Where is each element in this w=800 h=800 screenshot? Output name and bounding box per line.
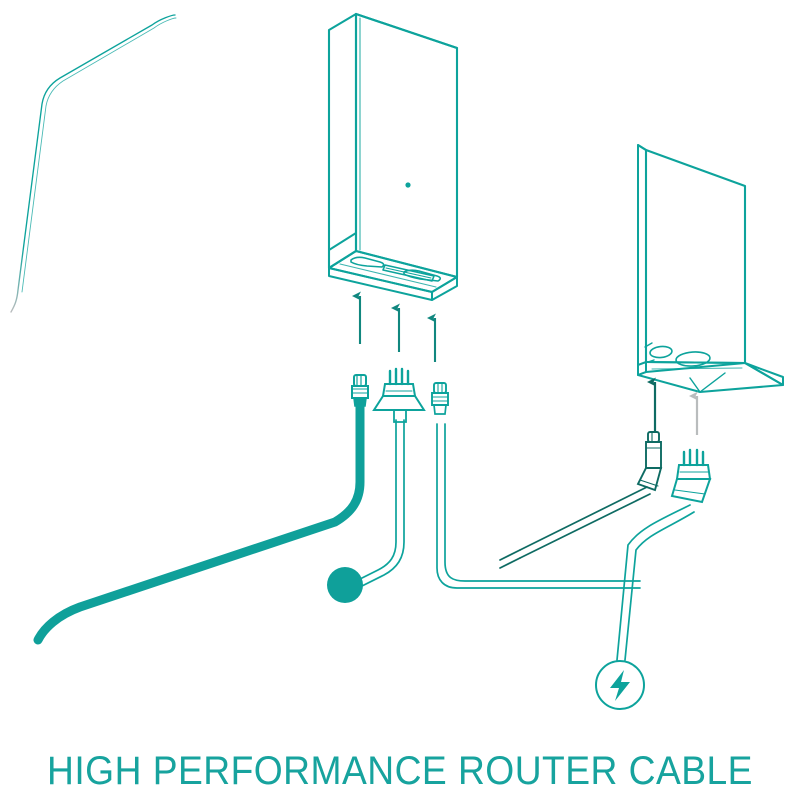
router-secondary-ports: [644, 342, 711, 367]
router-secondary: [637, 144, 784, 393]
lightning-bolt-icon: [595, 660, 645, 710]
router-primary-ports: [350, 256, 442, 282]
cable-outline-center: [327, 419, 405, 603]
port-a: [649, 345, 673, 359]
connector-ethernet-left: [351, 374, 369, 407]
cable-thick-solid: [33, 399, 365, 645]
port-1: [350, 256, 385, 268]
port-b: [675, 351, 711, 367]
router-primary-base: [328, 232, 458, 301]
port-3: [403, 269, 442, 282]
router-secondary-front-face: [644, 148, 747, 365]
router-secondary-side-face: [637, 144, 647, 366]
router-primary-led-icon: [405, 182, 411, 188]
cable-end-cap: [327, 567, 363, 603]
cable-thin-topleft: [10, 14, 177, 313]
connector-small-right: [431, 382, 449, 415]
cable-dark-diagonal: [499, 486, 651, 569]
connector-multipin-center: [372, 367, 426, 423]
router-primary-side-face: [327, 12, 358, 270]
connector-narrow-dark: [636, 431, 663, 492]
router-secondary-base: [637, 361, 784, 393]
insertion-arrows-primary: [352, 291, 437, 362]
router-primary-front-face: [354, 12, 459, 279]
cable-outline-right: [436, 423, 641, 589]
insertion-arrows-secondary: [647, 377, 699, 435]
cable-power-lightning: [595, 504, 695, 710]
connector-multipin-right: [670, 448, 712, 504]
router-primary: [327, 12, 459, 301]
